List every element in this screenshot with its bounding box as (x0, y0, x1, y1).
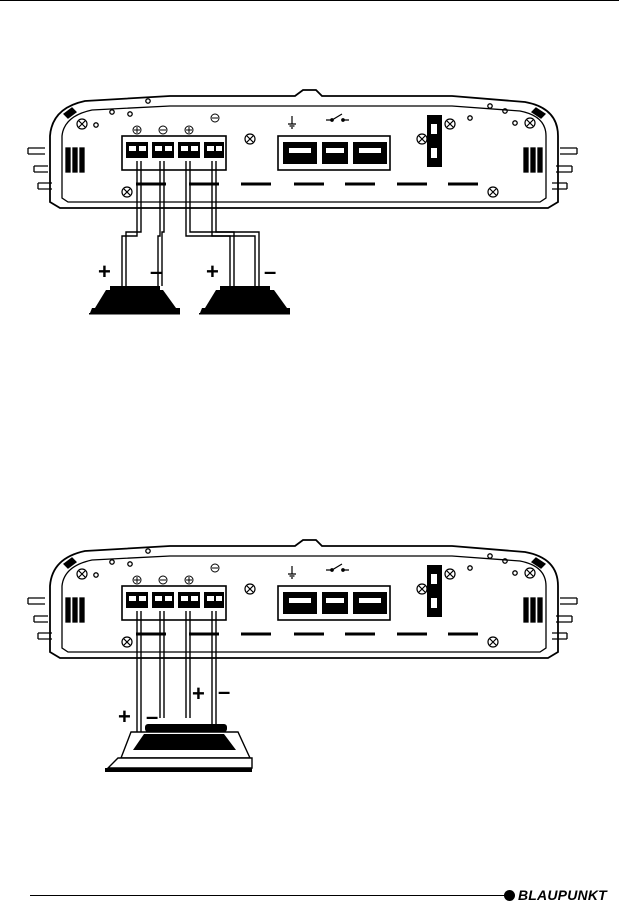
speaker-right (199, 286, 290, 315)
speaker-left (89, 286, 180, 315)
speaker-wires (121, 161, 260, 286)
bottom-rule (30, 895, 505, 896)
polarity-label: – (264, 259, 276, 284)
wiring-diagram-stereo: + – + – (0, 68, 619, 328)
brand-name: BLAUPUNKT (518, 887, 607, 903)
polarity-label: + (206, 259, 219, 284)
top-rule (0, 0, 619, 1)
brand-dot-icon (504, 889, 515, 901)
polarity-label: + (192, 681, 205, 706)
brand-logo: BLAUPUNKT (504, 887, 607, 903)
amplifier-body (26, 88, 579, 210)
polarity-label: – (218, 679, 230, 704)
speaker-large (105, 724, 253, 772)
amplifier-wiring-svg: + – + – (26, 538, 579, 772)
amplifier-wiring-svg: + – + – (26, 88, 579, 315)
amplifier-body (26, 538, 579, 660)
polarity-label: – (150, 259, 162, 284)
speaker-wires (136, 611, 217, 736)
polarity-label: – (146, 704, 158, 729)
polarity-label: + (118, 704, 131, 729)
polarity-label: + (98, 259, 111, 284)
wiring-diagram-bridged: + – + – (0, 518, 619, 780)
